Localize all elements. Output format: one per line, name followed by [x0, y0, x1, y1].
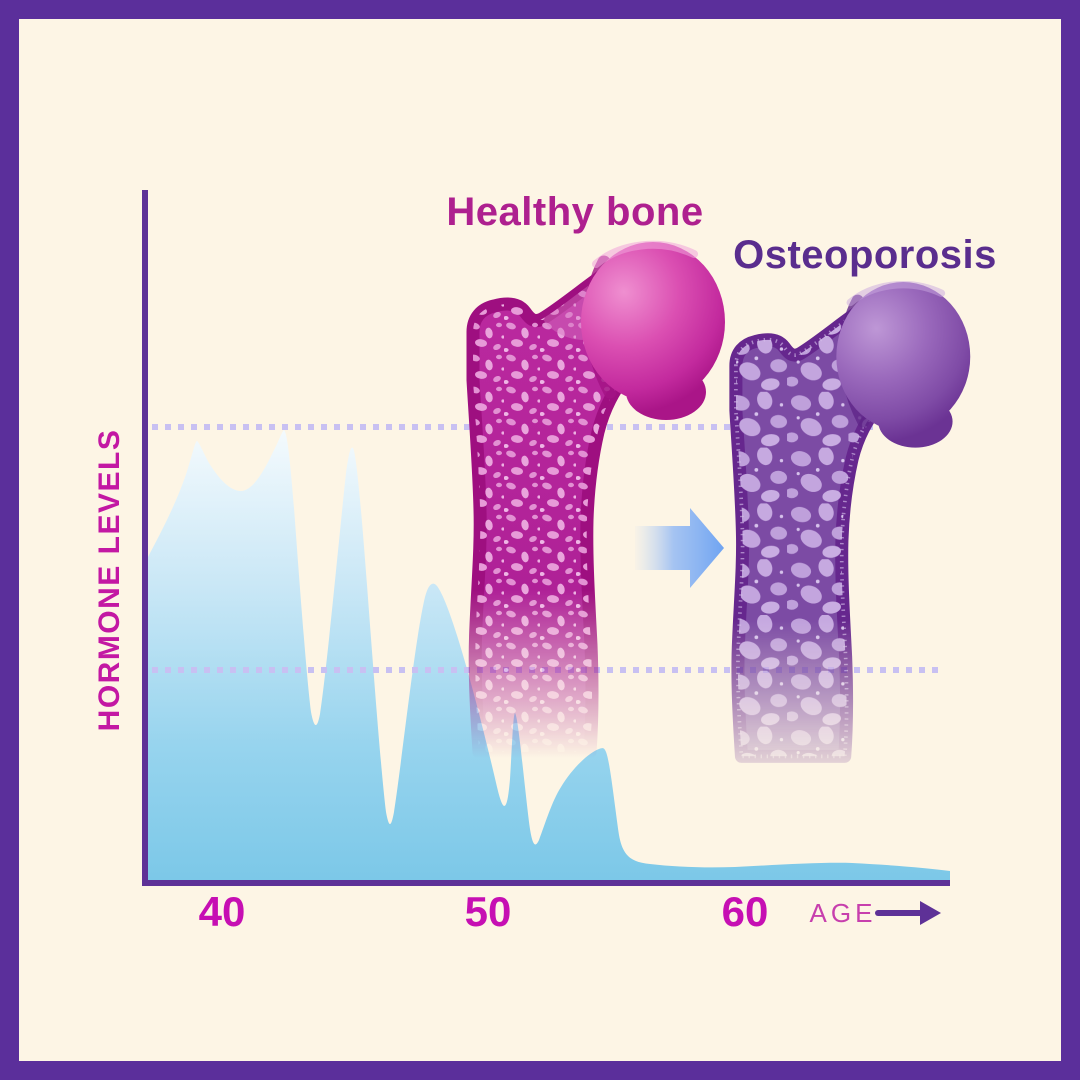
healthy-bone-illustration: [473, 240, 725, 752]
x-tick-40: 40: [198, 888, 246, 935]
x-tick-50: 50: [464, 888, 512, 935]
x-axis-label: AGE: [809, 898, 877, 928]
y-axis-line: [142, 190, 148, 886]
healthy-head-highlight: [592, 240, 698, 268]
y-axis-label: HORMONE LEVELS: [93, 428, 126, 732]
osteoporosis-label: Osteoporosis: [733, 233, 997, 277]
osteoporosis-head-highlight: [846, 281, 946, 307]
healthy-bone-label: Healthy bone: [446, 190, 704, 234]
osteoporosis-bone-illustration: [736, 281, 971, 756]
transition-arrow-icon: [635, 508, 724, 588]
x-axis-line: [142, 880, 950, 886]
hormone-area-curve: [148, 430, 950, 880]
x-tick-60: 60: [721, 888, 769, 935]
age-axis-arrow-icon: [875, 901, 941, 925]
